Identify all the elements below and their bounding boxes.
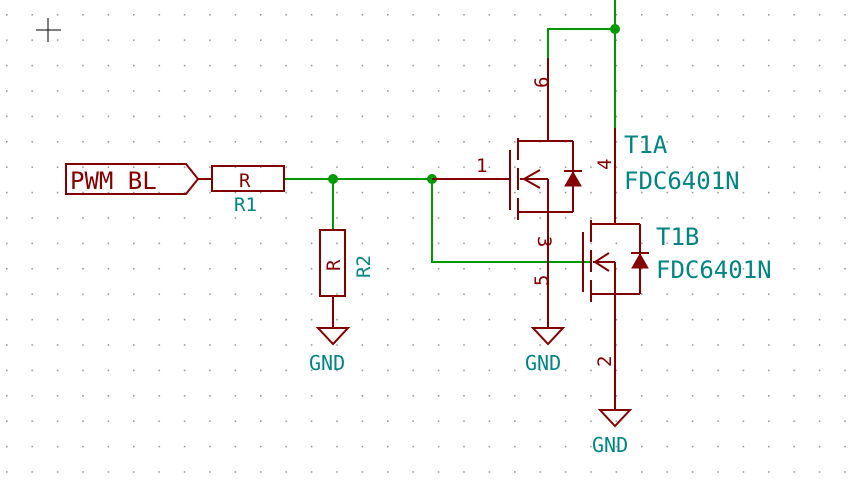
t1b-reference: T1B [656,223,699,251]
wires [285,0,616,263]
t1a-reference: T1A [624,131,668,159]
r2-value: R [323,259,345,271]
t1b-value: FDC6401N [656,256,772,284]
gnd-symbol-t1b[interactable]: GND [592,409,633,457]
t1b-pin-gate: 5 [531,275,553,286]
gnd-symbol-t1a[interactable]: GND [525,327,566,375]
gnd-symbol-r2[interactable]: GND [309,327,351,375]
gnd-label: GND [309,351,345,375]
gnd-label: GND [592,433,628,457]
t1b-pin-source: 2 [594,356,616,367]
global-label-text: PWM_BL [70,167,157,195]
mosfet-t1b[interactable]: 5 4 2 T1B FDC6401N [531,128,772,410]
t1a-pin-drain: 6 [531,77,553,88]
t1b-pin-drain: 4 [594,159,616,170]
gnd-label: GND [525,351,561,375]
junction-r1-r2 [328,174,338,184]
resistor-r2[interactable]: R R2 [319,229,375,328]
crosshair-cursor-icon [36,18,61,42]
t1a-value: FDC6401N [624,167,740,195]
resistor-r1[interactable]: R R1 [206,165,285,216]
r1-reference: R1 [234,194,257,216]
junction-vbus [610,24,620,34]
t1a-pin-gate: 1 [476,155,487,177]
t1a-pin-source: 3 [533,236,555,247]
r2-reference: R2 [353,255,375,278]
r1-value: R [239,170,251,192]
mosfet-t1a[interactable]: 1 6 3 T1A FDC6401N [432,58,740,328]
